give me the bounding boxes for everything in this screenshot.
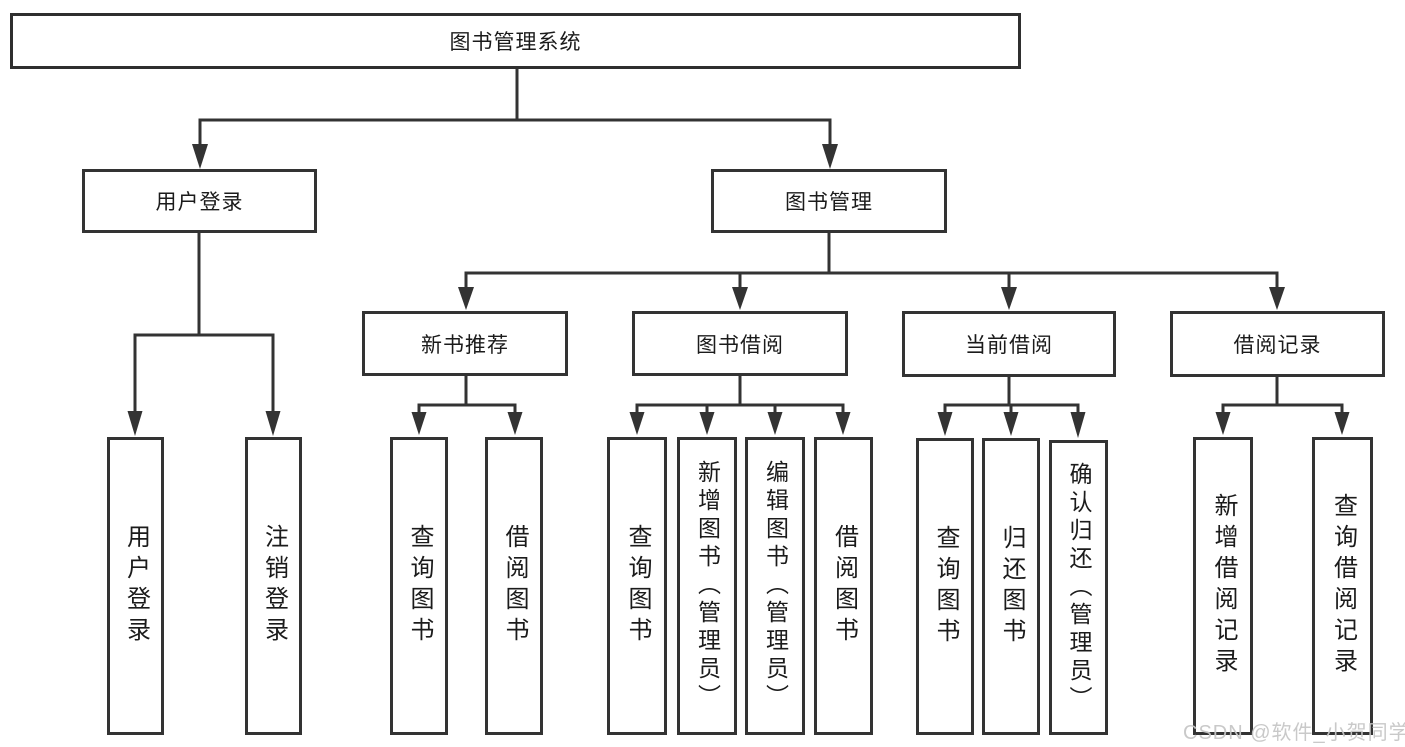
node-current-borrowing: 当前借阅 xyxy=(902,311,1116,377)
leaf-add-borrow-record-label: 新增借阅记录 xyxy=(1210,493,1237,679)
leaf-add-borrow-record: 新增借阅记录 xyxy=(1193,437,1253,735)
leaf-query-borrow-record-label: 查询借阅记录 xyxy=(1329,493,1357,679)
leaf-add-books-admin-label: 新增图书（管理员） xyxy=(694,460,721,712)
leaf-add-books-admin: 新增图书（管理员） xyxy=(677,437,737,735)
node-new-book-recommendation: 新书推荐 xyxy=(362,311,568,376)
leaf-confirm-return-admin: 确认归还（管理员） xyxy=(1049,440,1108,735)
node-book-borrowing-label: 图书借阅 xyxy=(696,333,784,357)
node-user-login: 用户登录 xyxy=(82,169,317,233)
node-library-system-label: 图书管理系统 xyxy=(449,31,582,54)
leaf-logout-label: 注销登录 xyxy=(260,524,288,648)
leaf-borrow-books: 借阅图书 xyxy=(814,437,873,735)
leaf-query-books-borrow-label: 查询图书 xyxy=(624,524,651,648)
node-borrowing-records-label: 借阅记录 xyxy=(1233,334,1322,357)
leaf-user-login: 用户登录 xyxy=(107,437,164,735)
node-library-system: 图书管理系统 xyxy=(10,13,1021,69)
csdn-watermark: CSDN @软件_小贺同学 xyxy=(1183,722,1405,744)
leaf-query-books-current: 查询图书 xyxy=(916,438,974,735)
leaf-edit-books-admin: 编辑图书（管理员） xyxy=(745,437,805,735)
leaf-query-books-current-label: 查询图书 xyxy=(932,524,959,649)
node-book-borrowing: 图书借阅 xyxy=(632,311,848,376)
leaf-logout: 注销登录 xyxy=(245,437,302,735)
leaf-query-books-borrow: 查询图书 xyxy=(607,437,667,735)
node-current-borrowing-label: 当前借阅 xyxy=(965,334,1053,357)
node-book-management-label: 图书管理 xyxy=(785,191,873,214)
leaf-user-login-label: 用户登录 xyxy=(122,524,150,648)
leaf-query-books-recommend: 查询图书 xyxy=(390,437,448,735)
leaf-borrow-books-recommend-label: 借阅图书 xyxy=(501,524,528,648)
leaf-edit-books-admin-label: 编辑图书（管理员） xyxy=(762,460,789,712)
leaf-borrow-books-label: 借阅图书 xyxy=(830,524,858,648)
leaf-borrow-books-recommend: 借阅图书 xyxy=(485,437,543,735)
leaf-confirm-return-admin-label: 确认归还（管理员） xyxy=(1066,461,1092,714)
leaf-return-books-label: 归还图书 xyxy=(998,524,1025,649)
node-user-login-label: 用户登录 xyxy=(155,191,244,214)
node-borrowing-records: 借阅记录 xyxy=(1170,311,1385,377)
leaf-query-borrow-record: 查询借阅记录 xyxy=(1312,437,1373,735)
node-book-management: 图书管理 xyxy=(711,169,947,233)
leaf-query-books-recommend-label: 查询图书 xyxy=(406,524,433,648)
leaf-return-books: 归还图书 xyxy=(982,438,1040,735)
node-new-book-recommendation-label: 新书推荐 xyxy=(421,333,509,357)
